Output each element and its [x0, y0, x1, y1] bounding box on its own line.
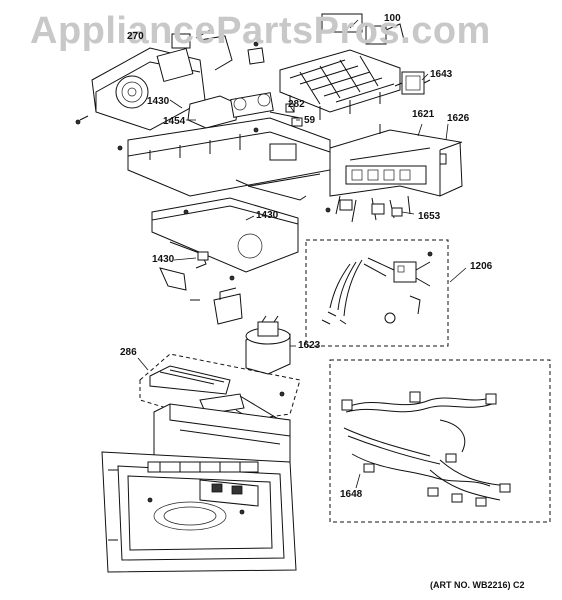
vent-frame-assembly [247, 13, 405, 120]
callout-270: 270 [127, 31, 144, 42]
callout-1643: 1643 [430, 69, 453, 80]
callout-leaders [137, 19, 467, 489]
callout-1454: 1454 [163, 116, 186, 127]
callout-1430-left: 1430 [152, 254, 175, 265]
capacitor-group [187, 92, 303, 129]
callout-1430-mid: 1430 [256, 210, 279, 221]
mounting-plate [151, 197, 299, 301]
callout-286: 286 [120, 347, 137, 358]
stirrer-motor [213, 275, 291, 397]
wire-harness-1206 [305, 239, 449, 347]
blower-assembly [75, 29, 233, 131]
callout-1623: 1623 [298, 340, 321, 351]
callout-1206: 1206 [470, 261, 493, 272]
oven-cavity [101, 403, 297, 573]
callout-59: 59 [304, 115, 316, 126]
callout-1430-top: 1430 [147, 96, 170, 107]
wire-harness-1648 [329, 359, 551, 523]
callout-1648: 1648 [340, 489, 363, 500]
callout-282: 282 [288, 99, 305, 110]
callout-100: 100 [384, 13, 401, 24]
callout-1653: 1653 [418, 211, 441, 222]
transformer [394, 71, 431, 95]
callout-1626: 1626 [447, 113, 470, 124]
control-panel-assembly [325, 124, 463, 223]
art-number: (ART NO. WB2216) C2 [430, 580, 525, 590]
callout-1621: 1621 [412, 109, 435, 120]
chassis-tray [117, 117, 331, 201]
